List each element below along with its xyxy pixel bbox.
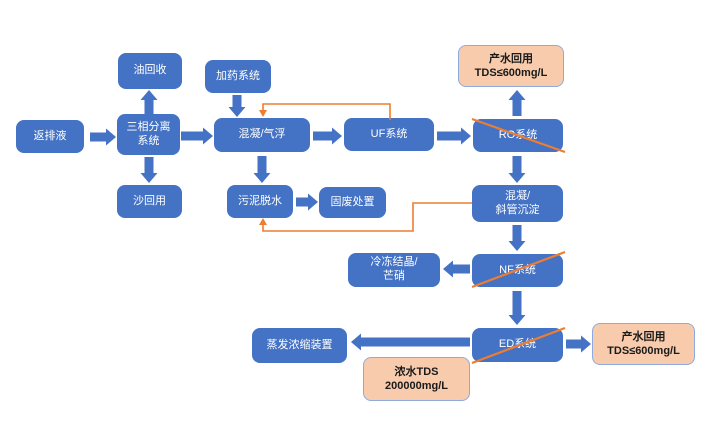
node-solid-waste-disposal: 固废处置 [319, 187, 386, 218]
note-reuse-top-line1: 产水回用 [489, 52, 533, 65]
node-coagulation-flotation: 混凝/气浮 [214, 118, 310, 152]
node-ed-system-label: ED系统 [498, 338, 537, 351]
note-reuse-bottom-line2: TDS≤600mg/L [607, 345, 680, 357]
node-evaporation-concentration-label: 蒸发浓缩装置 [266, 338, 333, 351]
node-freeze-crystallization-label-line2: 芒硝 [383, 270, 405, 282]
arrow-dosing-to-coag-flotation [228, 95, 246, 117]
arrow-coag-flotation-to-uf [313, 127, 342, 145]
node-nf-system-label: NF系统 [499, 263, 536, 276]
node-sludge-dewatering-label: 污泥脱水 [238, 194, 282, 207]
connector-uf-recycle-arrowhead-icon [259, 110, 267, 117]
arrow-nf-to-freeze-crystallization [443, 260, 470, 278]
note-reuse-bottom-line1: 产水回用 [621, 330, 666, 343]
arrow-coag-sedimentation-to-nf [508, 225, 526, 251]
node-sludge-dewatering: 污泥脱水 [227, 185, 293, 218]
arrow-ed-to-reuse-bottom [566, 335, 591, 353]
node-coagulation-flotation-label: 混凝/气浮 [238, 128, 286, 141]
node-ed-system: ED系统 [472, 328, 563, 362]
node-freeze-crystallization: 冷冻结晶/ 芒硝 [348, 253, 440, 287]
node-ro-system: RO系统 [473, 119, 563, 152]
arrow-uf-to-ro [437, 127, 471, 145]
node-uf-system: UF系统 [344, 118, 434, 151]
node-coagulation-sedimentation-label-line2: 斜管沉淀 [495, 203, 540, 216]
arrow-ro-to-coag-sedimentation [508, 156, 526, 183]
note-reuse-bottom: 产水回用 TDS≤600mg/L [592, 323, 695, 365]
arrow-nf-to-ed [508, 291, 526, 325]
node-flowback-liquid: 返排液 [16, 120, 84, 153]
node-sand-reuse: 沙回用 [117, 185, 182, 218]
arrow-three-phase-to-oil-recovery [140, 90, 158, 116]
node-freeze-crystallization-label-line1: 冷冻结晶/ [370, 256, 418, 269]
note-reuse-top: 产水回用 TDS≤600mg/L [458, 45, 564, 87]
node-sand-reuse-label: 沙回用 [133, 194, 166, 207]
arrow-ro-to-reuse-top [508, 90, 526, 116]
node-solid-waste-disposal-label: 固废处置 [330, 195, 375, 208]
arrow-coag-flotation-to-sludge-dewatering [253, 156, 271, 183]
node-uf-system-label: UF系统 [370, 127, 408, 140]
node-flowback-liquid-label: 返排液 [33, 129, 67, 142]
arrow-three-phase-to-sand-reuse [140, 157, 158, 183]
node-oil-recovery: 油回收 [118, 53, 182, 89]
node-nf-system: NF系统 [472, 254, 563, 287]
node-dosing-system: 加药系统 [205, 60, 271, 93]
node-evaporation-concentration: 蒸发浓缩装置 [252, 328, 347, 363]
node-coagulation-sedimentation: 混凝/ 斜管沉淀 [472, 185, 563, 222]
arrow-sludge-dewatering-to-solid-waste [296, 193, 318, 211]
arrow-ed-to-evaporator [351, 333, 470, 351]
node-three-phase-separation-label-line2: 系统 [137, 134, 160, 147]
node-three-phase-separation: 三相分离 系统 [117, 114, 180, 155]
note-concentrate-tds-line1: 浓水TDS [394, 365, 439, 378]
note-concentrate-tds-line2: 200000mg/L [385, 380, 448, 392]
node-dosing-system-label: 加药系统 [216, 69, 260, 82]
node-coagulation-sedimentation-label-line1: 混凝/ [504, 189, 531, 202]
connector-sedimentation-sludge-arrowhead-icon [259, 218, 267, 225]
node-three-phase-separation-label-line1: 三相分离 [126, 120, 171, 133]
note-reuse-top-line2: TDS≤600mg/L [474, 67, 548, 79]
node-ro-system-label: RO系统 [498, 128, 538, 141]
arrow-three-phase-to-coag-flotation [181, 127, 213, 145]
arrow-flowback-to-three-phase [90, 128, 116, 146]
note-concentrate-tds: 浓水TDS 200000mg/L [363, 357, 470, 401]
node-oil-recovery-label: 油回收 [133, 64, 167, 77]
